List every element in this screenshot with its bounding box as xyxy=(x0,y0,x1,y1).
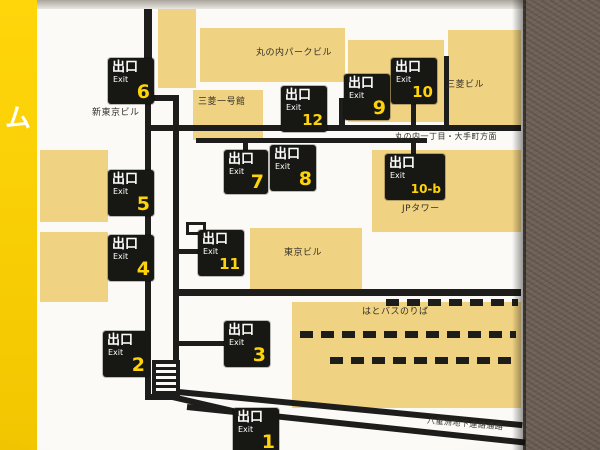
wall-texture xyxy=(523,0,600,450)
sign-top-edge xyxy=(37,0,523,9)
bus-platform-marks xyxy=(330,357,516,364)
building-block-tokyo-building xyxy=(250,228,362,292)
exit-5-box: 出口 Exit 5 xyxy=(108,170,154,216)
exit-kanji: 出口 xyxy=(395,60,422,75)
road-segment xyxy=(339,98,345,128)
label-shin-tokyo: 新東京ビル xyxy=(92,108,140,118)
road-segment xyxy=(411,100,416,128)
exit-en: Exit xyxy=(113,252,129,261)
exit-en: Exit xyxy=(229,167,245,176)
exit-4-box: 出口 Exit 4 xyxy=(108,235,154,281)
building-block xyxy=(40,150,108,222)
exit-number: 10-b xyxy=(410,182,441,196)
bus-platform-marks xyxy=(386,299,518,306)
building-block-marunouchi-park xyxy=(200,28,345,82)
exit-en: Exit xyxy=(286,103,302,112)
road-segment xyxy=(411,141,416,156)
exit-en: Exit xyxy=(108,348,124,357)
exit-kanji: 出口 xyxy=(348,76,375,91)
exit-kanji: 出口 xyxy=(228,323,255,338)
label-jp-tower: JPタワー xyxy=(402,204,440,214)
exit-7-box: 出口 Exit 7 xyxy=(224,150,268,194)
exit-kanji: 出口 xyxy=(112,237,139,252)
exit-1-box: 出口 Exit 1 xyxy=(233,408,279,450)
street-second xyxy=(178,289,521,296)
stairs-icon xyxy=(152,360,180,398)
building-block xyxy=(40,232,108,302)
exit-kanji: 出口 xyxy=(285,88,312,103)
exit-number: 9 xyxy=(372,97,386,119)
exit-9-box: 出口 Exit 9 xyxy=(344,74,390,120)
exit-10b-box: 出口 Exit 10-b xyxy=(385,154,445,200)
label-hato-bus: はとバスのりば xyxy=(362,307,429,317)
exit-kanji: 出口 xyxy=(237,410,264,425)
exit-number: 4 xyxy=(136,258,150,280)
exit-en: Exit xyxy=(390,171,406,180)
exit-kanji: 出口 xyxy=(389,156,416,171)
exit-en: Exit xyxy=(396,75,412,84)
exit-kanji: 出口 xyxy=(202,232,229,247)
exit-3-box: 出口 Exit 3 xyxy=(224,321,270,367)
label-marunouchi-park: 丸の内パークビル xyxy=(256,48,333,58)
frame-partial-text: ム xyxy=(5,104,32,134)
building-block-mitsubishi-ichigokan xyxy=(193,90,263,140)
exit-kanji: 出口 xyxy=(112,172,139,187)
exit-10-box: 出口 Exit 10 xyxy=(391,58,437,104)
label-tokyo-building: 東京ビル xyxy=(284,248,323,258)
street-main-lower xyxy=(196,138,427,143)
exit-number: 6 xyxy=(136,81,150,103)
exit-kanji: 出口 xyxy=(112,60,139,75)
exit-6-box: 出口 Exit 6 xyxy=(108,58,154,104)
exit-12-box: 出口 Exit 12 xyxy=(281,86,327,132)
exit-number: 2 xyxy=(131,354,145,376)
exit-kanji: 出口 xyxy=(228,152,255,167)
exit-en: Exit xyxy=(238,425,254,434)
exit-number: 5 xyxy=(136,193,150,215)
exit-en: Exit xyxy=(349,91,365,100)
exit-number: 11 xyxy=(219,255,240,273)
exit-kanji: 出口 xyxy=(107,333,134,348)
exit-8-box: 出口 Exit 8 xyxy=(270,145,316,191)
exit-11-box: 出口 Exit 11 xyxy=(198,230,244,276)
sign-edge-shadow xyxy=(512,0,526,450)
exit-map-panel: 丸の内パークビル 三菱一号館 新東京ビル 三菱ビル JPタワー 東京ビル はとバ… xyxy=(37,0,526,450)
label-direction: 丸の内一丁目・大手町方面 xyxy=(395,132,497,141)
exit-number: 3 xyxy=(252,344,266,366)
road-segment xyxy=(144,9,152,101)
exit-number: 7 xyxy=(250,171,264,193)
exit-en: Exit xyxy=(113,75,129,84)
exit-en: Exit xyxy=(203,247,219,256)
road-segment xyxy=(179,249,201,254)
street-main-upper xyxy=(150,125,521,131)
road-segment xyxy=(444,56,449,128)
road-segment xyxy=(179,341,227,346)
exit-number: 12 xyxy=(302,111,323,129)
building-block xyxy=(158,9,196,88)
sign-yellow-frame: ム xyxy=(0,0,37,450)
exit-en: Exit xyxy=(113,187,129,196)
road-segment xyxy=(243,141,248,153)
building-block-mitsubishi xyxy=(448,30,521,128)
exit-number: 10 xyxy=(412,83,433,101)
building-block-bus-terminal xyxy=(292,302,521,408)
exit-number: 8 xyxy=(298,168,312,190)
bus-platform-marks xyxy=(300,331,516,338)
exit-en: Exit xyxy=(275,162,291,171)
exit-number: 1 xyxy=(261,431,275,450)
label-mitsubishi-ichigokan: 三菱一号館 xyxy=(198,97,246,107)
exit-kanji: 出口 xyxy=(274,147,301,162)
exit-en: Exit xyxy=(229,338,245,347)
exit-2-box: 出口 Exit 2 xyxy=(103,331,149,377)
label-mitsubishi: 三菱ビル xyxy=(446,80,485,90)
